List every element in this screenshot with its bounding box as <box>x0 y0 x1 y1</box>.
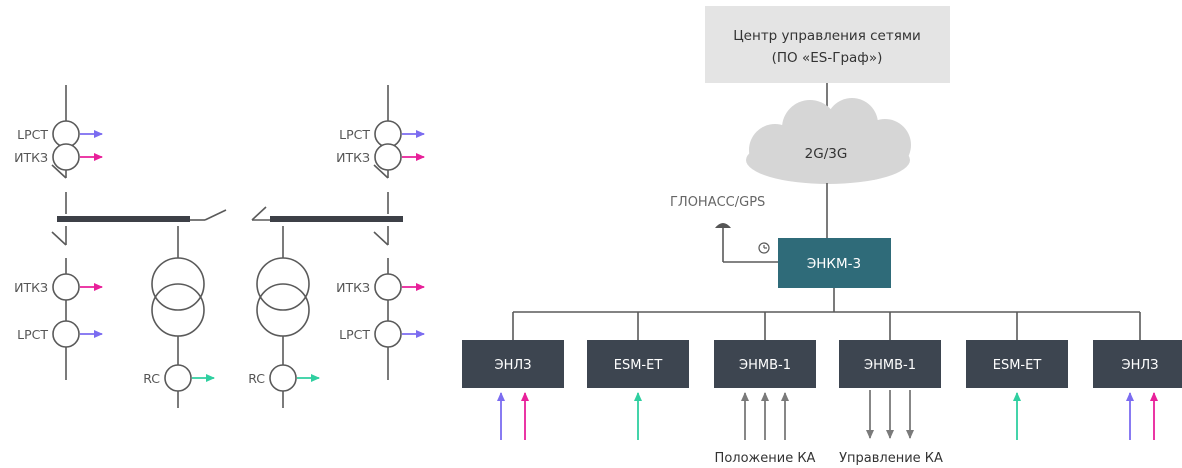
clock-icon <box>758 242 770 254</box>
device-label-4: ЭНМВ-1 <box>864 358 916 373</box>
control-center-line2: (ПО «ES-Граф») <box>772 50 883 66</box>
device-box-4 <box>839 340 941 388</box>
label-lpct-tl: LPCT <box>17 127 48 142</box>
control-label: Управление КА <box>839 451 943 466</box>
position-label: Положение КА <box>715 451 816 466</box>
cloud-label: 2G/3G <box>805 146 848 162</box>
control-center-box <box>705 6 950 83</box>
device-box-6 <box>1093 340 1182 388</box>
device-box-1 <box>462 340 564 388</box>
cloud-icon <box>746 98 911 184</box>
control-center-line1: Центр управления сетями <box>733 28 921 44</box>
label-rc-left: RC <box>143 371 160 386</box>
hub-box <box>778 238 891 288</box>
label-lpct-br: LPCT <box>339 327 370 342</box>
hub-label: ЭНКМ-3 <box>807 256 861 272</box>
label-itkz-bl: ИТКЗ <box>14 280 48 295</box>
substation-scheme <box>51 85 402 408</box>
label-itkz-tl: ИТКЗ <box>14 150 48 165</box>
device-label-5: ESM-ET <box>993 358 1042 373</box>
label-lpct-tr: LPCT <box>339 127 370 142</box>
label-itkz-br: ИТКЗ <box>336 280 370 295</box>
device-label-3: ЭНМВ-1 <box>739 358 791 373</box>
label-itkz-tr: ИТКЗ <box>336 150 370 165</box>
busbar-left <box>57 216 190 222</box>
device-label-2: ESM-ET <box>614 358 663 373</box>
device-label-6: ЭНЛЗ <box>1122 358 1159 373</box>
device-box-2 <box>587 340 689 388</box>
gps-label: ГЛОНАСС/GPS <box>670 195 765 210</box>
label-lpct-bl: LPCT <box>17 327 48 342</box>
signal-arrows <box>497 390 1158 440</box>
busbar-right <box>270 216 403 222</box>
label-rc-right: RC <box>248 371 265 386</box>
antenna-icon <box>715 223 731 262</box>
distribution-bus <box>512 288 1141 340</box>
device-box-5 <box>966 340 1068 388</box>
device-label-1: ЭНЛЗ <box>495 358 532 373</box>
sensor-arrows <box>80 130 425 382</box>
device-box-3 <box>714 340 816 388</box>
